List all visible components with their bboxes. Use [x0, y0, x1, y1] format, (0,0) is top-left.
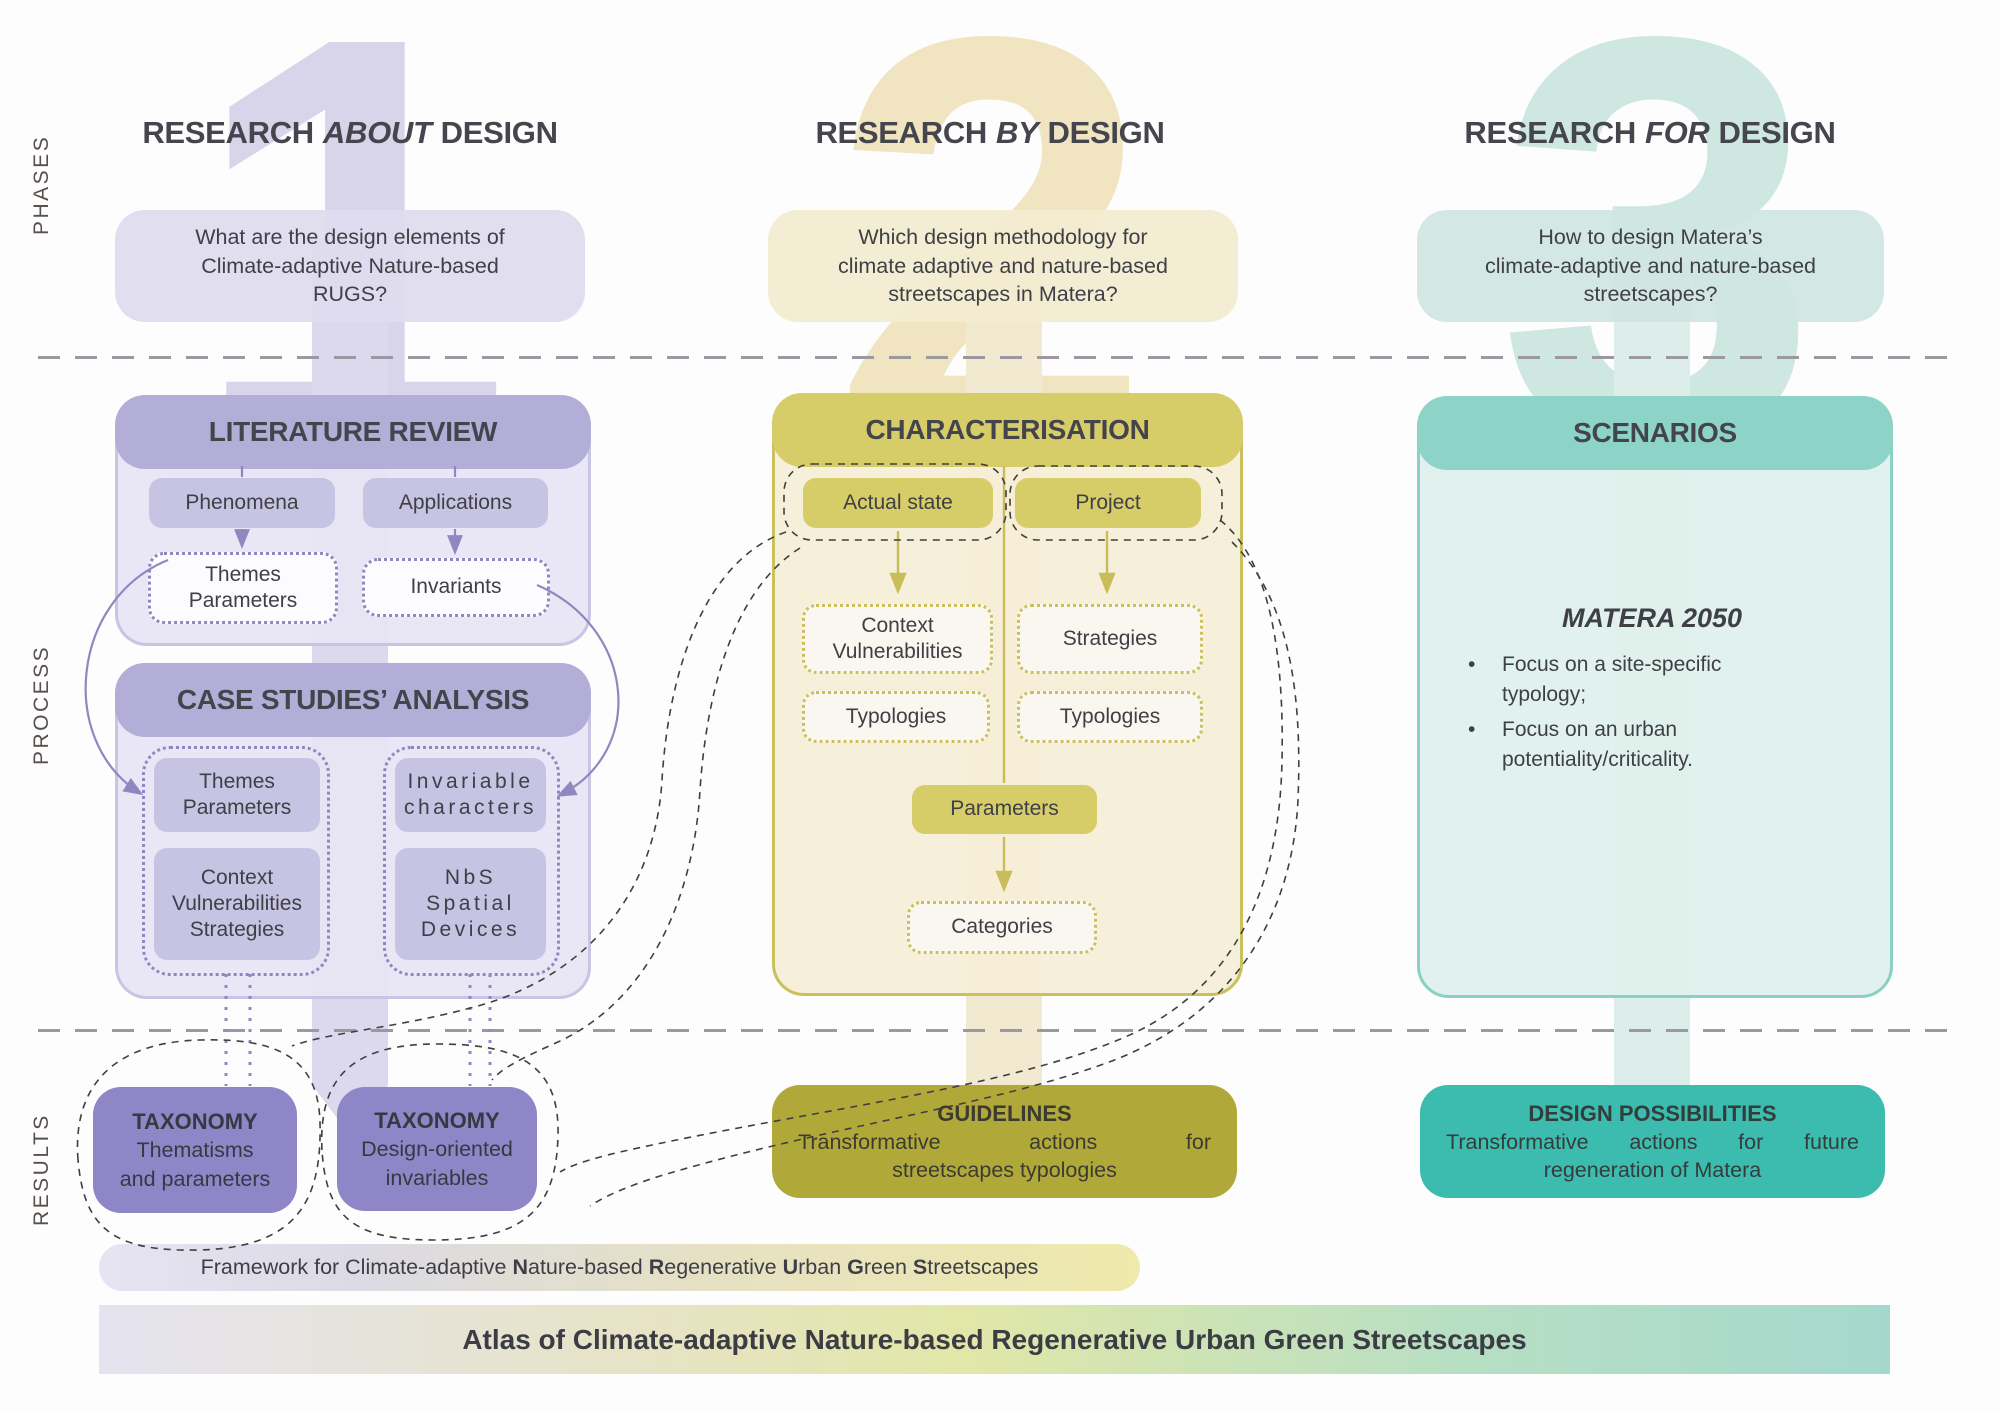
design-possibilities-line1: Transformative actions for future: [1446, 1129, 1859, 1154]
question-box-2: Which design methodology for climate ada…: [768, 210, 1238, 322]
taxonomy-invariables-line1: Design-oriented: [361, 1137, 513, 1162]
taxonomy-thematisms-line2: and parameters: [119, 1166, 271, 1191]
guidelines-line2: streetscapes typologies: [892, 1158, 1117, 1183]
taxonomy-invariables-line2: invariables: [385, 1165, 489, 1190]
bullet-dot-icon: •: [1468, 717, 1476, 741]
column3-title: RESEARCH FOR DESIGN: [1395, 112, 1905, 154]
column3-title-post: DESIGN: [1718, 115, 1836, 150]
parameters-box: Parameters: [912, 785, 1097, 834]
scenarios-bullet-1: • Focus on a site-specific typology;: [1468, 650, 1768, 711]
design-possibilities-box: DESIGN POSSIBILITIES Transformative acti…: [1420, 1085, 1885, 1198]
scenarios-bullet-2-text: Focus on an urban potentiality/criticali…: [1502, 717, 1694, 772]
column2-title-pre: RESEARCH: [815, 115, 988, 150]
atlas-bar: Atlas of Climate-adaptive Nature-based R…: [99, 1305, 1890, 1374]
scenarios-header: SCENARIOS: [1417, 396, 1893, 470]
themes-parameters-box-case: Themes Parameters: [154, 758, 320, 832]
categories-box: Categories: [907, 901, 1097, 954]
typologies-right-box: Typologies: [1017, 691, 1203, 743]
column3-title-pre: RESEARCH: [1464, 115, 1636, 150]
scenarios-panel: SCENARIOS: [1417, 396, 1893, 998]
column1-title: RESEARCH ABOUT DESIGN: [105, 112, 595, 154]
actual-state-box: Actual state: [803, 478, 993, 528]
strategies-box: Strategies: [1017, 604, 1203, 674]
applications-box: Applications: [363, 478, 548, 528]
column3-title-em: FOR: [1644, 115, 1710, 150]
case-studies-header: CASE STUDIES’ ANALYSIS: [115, 663, 591, 737]
process-results-divider: [38, 1029, 1962, 1032]
phenomena-box: Phenomena: [149, 478, 335, 528]
column1-title-em: ABOUT: [322, 115, 432, 150]
guidelines-box: GUIDELINES Transformative actions for st…: [772, 1085, 1237, 1198]
nbs-spatial-devices-box: NbS Spatial Devices: [395, 848, 546, 960]
design-possibilities-line2: regeneration of Matera: [1543, 1158, 1762, 1183]
literature-review-header: LITERATURE REVIEW: [115, 395, 591, 469]
scenarios-bullet-1-text: Focus on a site-specific typology;: [1502, 653, 1722, 707]
column1-title-post: DESIGN: [440, 115, 558, 150]
bullet-dot-icon: •: [1468, 653, 1476, 676]
scenarios-bullet-2: • Focus on an urban potentiality/critica…: [1468, 715, 1768, 776]
column1-title-pre: RESEARCH: [142, 115, 314, 150]
matera-2050-title: MATERA 2050: [1561, 603, 1743, 633]
characterisation-header: CHARACTERISATION: [772, 393, 1243, 467]
framework-bar-text: Framework for Climate-adaptive Nature-ba…: [200, 1255, 1039, 1279]
scenarios-bullet-list: • Focus on a site-specific typology; • F…: [1468, 650, 1768, 780]
phases-process-divider: [38, 356, 1962, 359]
context-vulnerabilities-box: Context Vulnerabilities: [802, 604, 993, 674]
side-label-process: PROCESS: [30, 644, 53, 766]
taxonomy-thematisms-line1: Thematisms: [136, 1138, 254, 1163]
project-box: Project: [1015, 478, 1201, 528]
typologies-left-box: Typologies: [802, 691, 990, 743]
question-box-1: What are the design elements of Climate-…: [115, 210, 585, 322]
framework-bar: Framework for Climate-adaptive Nature-ba…: [99, 1244, 1140, 1291]
taxonomy-invariables-box: TAXONOMY Design-oriented invariables: [337, 1087, 537, 1211]
invariable-characters-box: Invariable characters: [395, 758, 546, 832]
side-label-phases: PHASES: [30, 134, 53, 236]
taxonomy-thematisms-box: TAXONOMY Thematisms and parameters: [93, 1087, 297, 1213]
themes-parameters-box-literature: Themes Parameters: [148, 552, 338, 624]
taxonomy-invariables-title: TAXONOMY: [374, 1108, 500, 1134]
column2-title-em: BY: [996, 115, 1039, 150]
invariants-box: Invariants: [362, 558, 550, 617]
column2-title: RESEARCH BY DESIGN: [745, 112, 1235, 154]
guidelines-line1: Transformative actions for: [798, 1129, 1211, 1154]
design-possibilities-title: DESIGN POSSIBILITIES: [1528, 1100, 1777, 1126]
column2-title-post: DESIGN: [1047, 115, 1165, 150]
question-box-3: How to design Matera’s climate-adaptive …: [1417, 210, 1884, 322]
atlas-bar-text: Atlas of Climate-adaptive Nature-based R…: [462, 1323, 1527, 1355]
taxonomy-thematisms-title: TAXONOMY: [132, 1109, 258, 1135]
guidelines-title: GUIDELINES: [937, 1100, 1072, 1126]
context-vulnerabilities-strategies-box: Context Vulnerabilities Strategies: [154, 848, 320, 960]
side-label-results: RESULTS: [30, 1113, 53, 1227]
